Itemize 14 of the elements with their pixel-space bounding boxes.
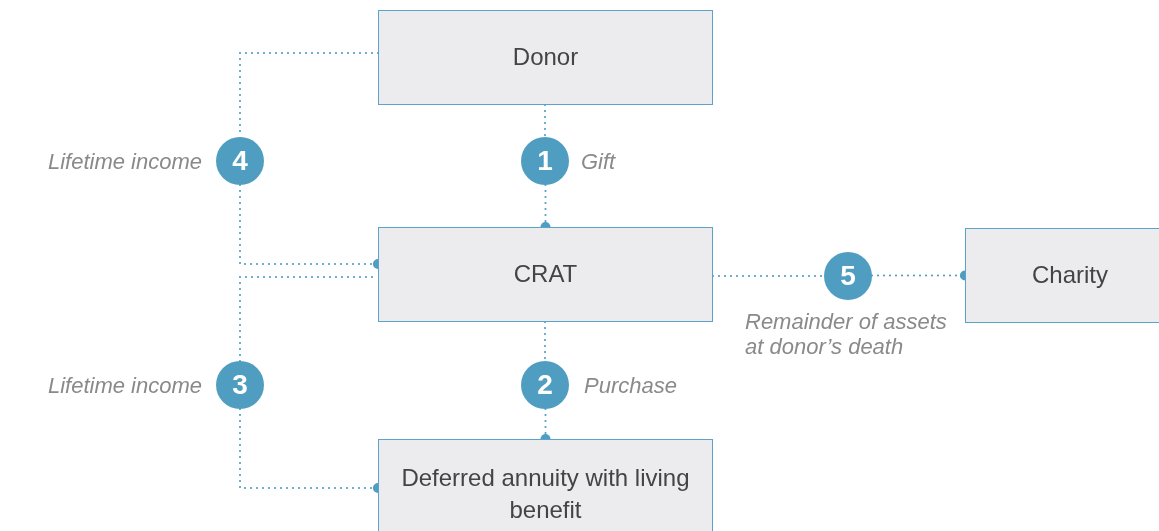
step-number-circle: 2 (521, 361, 569, 409)
entity-box: CRAT (378, 227, 713, 322)
step-number-circle: 1 (521, 137, 569, 185)
step-caption: Purchase (584, 373, 677, 398)
step-number-circle: 4 (216, 137, 264, 185)
step-caption: Gift (581, 149, 616, 174)
step-number-circle: 3 (216, 361, 264, 409)
step-caption: Remainder of assets at donor’s death (745, 309, 948, 359)
step-caption: Lifetime income (47, 373, 202, 398)
entity-box: Donor (378, 10, 713, 105)
step-caption: Lifetime income (47, 149, 202, 174)
entity-box: Charity (965, 228, 1159, 323)
entity-box: Deferred annuity with living benefit (378, 439, 713, 531)
step-number-circle: 5 (824, 252, 872, 300)
